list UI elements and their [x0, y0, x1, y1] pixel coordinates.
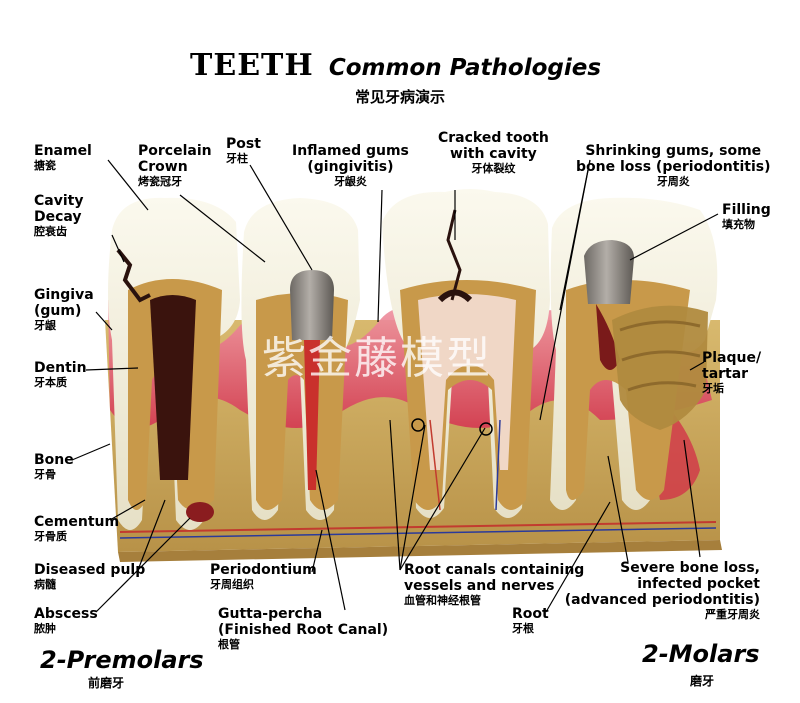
label-severe-bone-loss: Severe bone loss, infected pocket (advan… — [564, 560, 760, 621]
watermark: 紫金藤模型 — [262, 333, 492, 384]
tooth-premolar-crown — [241, 198, 360, 520]
label-diseased-pulp: Diseased pulp 病髓 — [34, 562, 146, 591]
label-abscess: Abscess 脓肿 — [34, 606, 98, 635]
label-cracked-tooth: Cracked tooth with cavity 牙体裂纹 — [438, 130, 549, 175]
diagram-title: TEETH Common Pathologies — [190, 48, 601, 83]
title-sub: Common Pathologies — [328, 55, 602, 81]
label-dentin: Dentin 牙本质 — [34, 360, 87, 389]
group-molars-cn: 磨牙 — [690, 674, 715, 688]
tooth-molar-filling — [550, 197, 718, 510]
label-gingiva: Gingiva (gum) 牙龈 — [34, 287, 94, 332]
title-cn: 常见牙病演示 — [355, 88, 446, 106]
label-filling: Filling 填充物 — [722, 202, 771, 231]
label-porcelain-crown: Porcelain Crown 烤瓷冠牙 — [138, 143, 212, 188]
label-shrinking-gums: Shrinking gums, some bone loss (periodon… — [576, 143, 771, 188]
label-inflamed-gums: Inflamed gums (gingivitis) 牙龈炎 — [292, 143, 409, 188]
label-root-canals: Root canals containing vessels and nerve… — [404, 562, 585, 607]
label-bone: Bone 牙骨 — [34, 452, 74, 481]
label-gutta-percha: Gutta-percha (Finished Root Canal) 根管 — [218, 606, 389, 651]
vessel-marker-2 — [479, 422, 493, 436]
label-periodontium: Periodontium 牙周组织 — [210, 562, 317, 591]
group-premolars-cn: 前磨牙 — [88, 676, 125, 690]
label-cavity-decay: Cavity Decay 腔衰齿 — [34, 193, 84, 238]
leader-lines — [71, 159, 719, 613]
label-cementum: Cementum 牙骨质 — [34, 514, 120, 543]
label-root: Root 牙根 — [512, 606, 549, 635]
title-main: TEETH — [190, 48, 314, 83]
label-plaque-tartar: Plaque/ tartar 牙垢 — [702, 350, 762, 395]
group-premolars: 2-Premolars — [40, 646, 204, 674]
group-molars: 2-Molars — [642, 640, 760, 668]
label-post: Post 牙柱 — [226, 136, 261, 165]
tooth-premolar-cavity — [108, 197, 240, 530]
tooth-molar-cracked — [382, 189, 550, 518]
vessel-marker-1 — [411, 418, 425, 432]
label-enamel: Enamel 搪瓷 — [34, 143, 92, 172]
